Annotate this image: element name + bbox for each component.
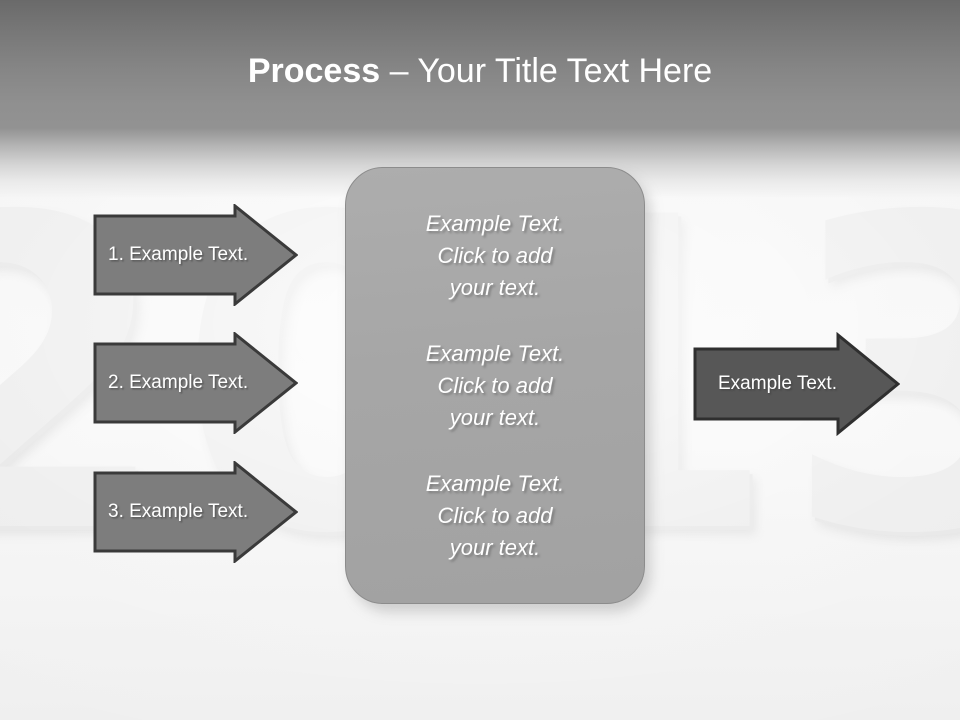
center-panel-block-2-line-1: Example Text. [425, 341, 565, 366]
center-panel-block-1-line-2: Click to add [437, 243, 553, 268]
center-panel-block-3-line-3: your text. [449, 535, 541, 560]
center-panel-block-2: Example Text. Click to add your text. [388, 338, 603, 434]
center-panel-block-3: Example Text. Click to add your text. [388, 468, 603, 564]
center-panel-block-1-line-1: Example Text. [425, 211, 565, 236]
arrow-right-icon [93, 204, 298, 306]
center-panel-block-2-line-3: your text. [449, 405, 541, 430]
process-step-arrow-3-label: 3. Example Text. [108, 501, 249, 522]
center-panel-block-1-line-3: your text. [449, 275, 541, 300]
page-title: Process – Your Title Text Here [0, 50, 960, 92]
arrow-right-icon [93, 461, 298, 563]
arrow-right-icon [93, 332, 298, 434]
page-title-bold: Process [247, 52, 381, 90]
center-panel-block-3-line-1: Example Text. [425, 471, 565, 496]
center-panel-block-2-line-2: Click to add [437, 373, 553, 398]
title-header-band [0, 0, 960, 128]
page-title-separator: – [380, 52, 418, 90]
process-step-arrow-2-label: 2. Example Text. [108, 372, 249, 393]
center-panel-block-3-line-2: Click to add [437, 503, 553, 528]
process-step-arrow-1-label: 1. Example Text. [108, 244, 249, 265]
process-output-arrow-label: Example Text. [718, 373, 837, 394]
center-panel-block-1: Example Text. Click to add your text. [388, 208, 603, 304]
process-output-arrow[interactable]: Example Text. [693, 332, 900, 436]
process-step-arrow-3[interactable]: 3. Example Text. [93, 461, 298, 563]
arrow-right-icon [693, 332, 900, 436]
center-content-panel[interactable]: Example Text. Click to add your text. Ex… [345, 167, 645, 604]
process-step-arrow-1[interactable]: 1. Example Text. [93, 204, 298, 306]
page-title-rest: Your Title Text Here [417, 52, 713, 90]
process-step-arrow-2[interactable]: 2. Example Text. [93, 332, 298, 434]
